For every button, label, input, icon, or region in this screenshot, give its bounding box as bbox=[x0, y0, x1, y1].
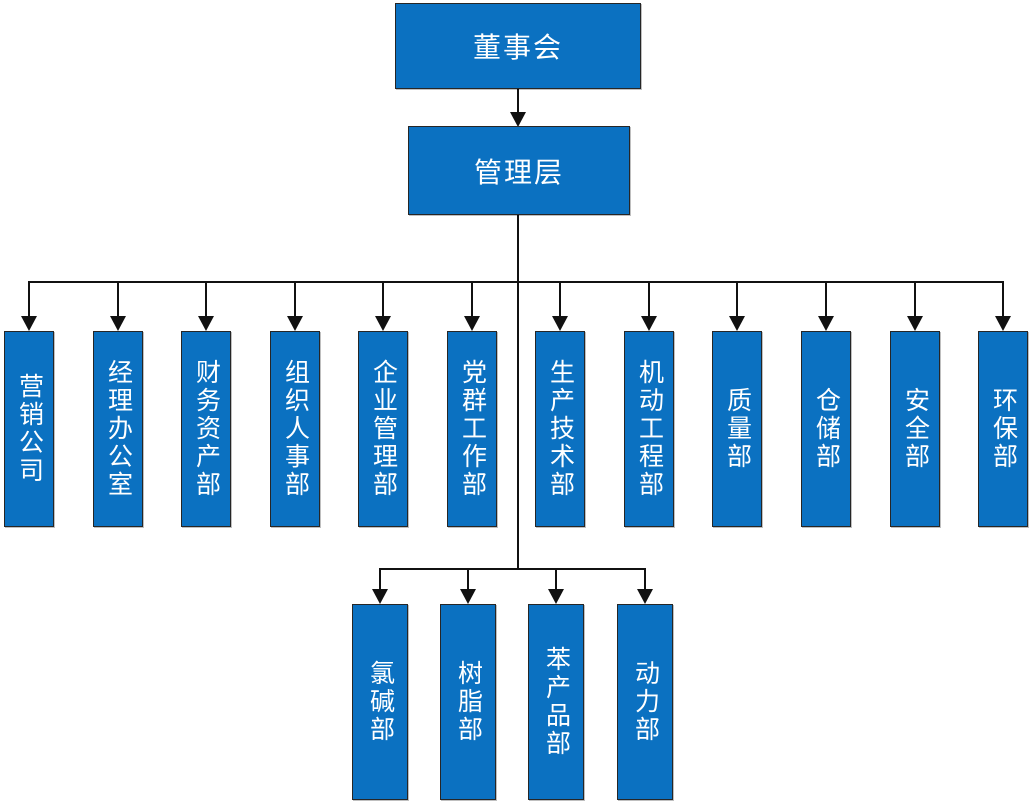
arrow-down-icon bbox=[464, 316, 480, 331]
arrow-down-icon bbox=[110, 316, 126, 331]
connector-rail-level4 bbox=[379, 568, 646, 570]
org-box-label: 机动工程部 bbox=[635, 359, 663, 499]
connector-drop bbox=[736, 283, 738, 316]
connector-drop bbox=[205, 283, 207, 316]
org-box-label: 环保部 bbox=[989, 387, 1017, 471]
arrow-down-icon bbox=[21, 316, 37, 331]
arrow-down-icon bbox=[552, 316, 568, 331]
connector-drop bbox=[467, 570, 469, 589]
connector-drop bbox=[117, 283, 119, 316]
org-box-board-of-directors: 董事会 bbox=[395, 3, 641, 89]
org-box-label: 氯碱部 bbox=[366, 660, 394, 744]
arrow-down-icon bbox=[372, 589, 388, 604]
org-box-label: 安全部 bbox=[901, 387, 929, 471]
org-box-chlor-alkali-dept: 氯碱部 bbox=[352, 604, 408, 800]
org-box-finance-assets-dept: 财务资产部 bbox=[181, 331, 231, 527]
org-box-marketing-company: 营销公司 bbox=[4, 331, 54, 527]
arrow-down-icon bbox=[818, 316, 834, 331]
org-box-label: 董事会 bbox=[472, 33, 563, 64]
connector-board-to-management bbox=[517, 89, 519, 112]
org-box-label: 管理层 bbox=[473, 157, 564, 189]
org-box-label: 组织人事部 bbox=[281, 359, 309, 499]
connector-drop bbox=[379, 570, 381, 589]
arrow-down-icon bbox=[907, 316, 923, 331]
connector-drop bbox=[825, 283, 827, 316]
org-box-management: 管理层 bbox=[408, 126, 630, 215]
connector-drop bbox=[28, 283, 30, 316]
org-box-warehouse-dept: 仓储部 bbox=[801, 331, 851, 527]
org-box-production-technology-dept: 生产技术部 bbox=[535, 331, 585, 527]
connector-trunk bbox=[517, 215, 519, 570]
org-box-label: 仓储部 bbox=[812, 387, 840, 471]
connector-drop bbox=[644, 570, 646, 589]
org-box-power-dept: 动力部 bbox=[617, 604, 673, 800]
connector-drop bbox=[648, 283, 650, 316]
org-box-mechanical-engineering-dept: 机动工程部 bbox=[624, 331, 674, 527]
org-box-benzene-products-dept: 苯产品部 bbox=[528, 604, 584, 800]
org-box-label: 动力部 bbox=[631, 660, 659, 744]
arrow-down-icon bbox=[287, 316, 303, 331]
org-box-enterprise-management-dept: 企业管理部 bbox=[358, 331, 408, 527]
arrow-down-icon bbox=[729, 316, 745, 331]
connector-drop bbox=[294, 283, 296, 316]
org-box-label: 财务资产部 bbox=[192, 359, 220, 499]
arrow-down-icon bbox=[198, 316, 214, 331]
org-box-label: 苯产品部 bbox=[542, 646, 570, 758]
org-box-resin-dept: 树脂部 bbox=[440, 604, 496, 800]
org-box-label: 经理办公室 bbox=[104, 359, 132, 499]
org-box-safety-dept: 安全部 bbox=[890, 331, 940, 527]
arrow-down-icon bbox=[995, 316, 1011, 331]
org-box-party-mass-work-dept: 党群工作部 bbox=[447, 331, 497, 527]
connector-drop bbox=[555, 570, 557, 589]
arrow-down-icon bbox=[548, 589, 564, 604]
org-box-organization-personnel-dept: 组织人事部 bbox=[270, 331, 320, 527]
connector-drop bbox=[559, 283, 561, 316]
org-box-label: 企业管理部 bbox=[369, 359, 397, 499]
connector-rail-level3 bbox=[28, 281, 1004, 283]
org-box-manager-office: 经理办公室 bbox=[93, 331, 143, 527]
org-box-label: 党群工作部 bbox=[458, 359, 486, 499]
org-box-quality-dept: 质量部 bbox=[712, 331, 762, 527]
arrow-down-icon bbox=[510, 112, 526, 127]
connector-drop bbox=[382, 283, 384, 316]
arrow-down-icon bbox=[460, 589, 476, 604]
arrow-down-icon bbox=[637, 589, 653, 604]
connector-drop bbox=[471, 283, 473, 316]
org-box-label: 质量部 bbox=[723, 387, 751, 471]
connector-drop bbox=[914, 283, 916, 316]
org-box-label: 生产技术部 bbox=[546, 359, 574, 499]
org-box-label: 树脂部 bbox=[454, 660, 482, 744]
connector-drop bbox=[1002, 283, 1004, 316]
arrow-down-icon bbox=[641, 316, 657, 331]
org-box-label: 营销公司 bbox=[15, 373, 43, 485]
arrow-down-icon bbox=[375, 316, 391, 331]
org-box-environmental-protection-dept: 环保部 bbox=[978, 331, 1028, 527]
